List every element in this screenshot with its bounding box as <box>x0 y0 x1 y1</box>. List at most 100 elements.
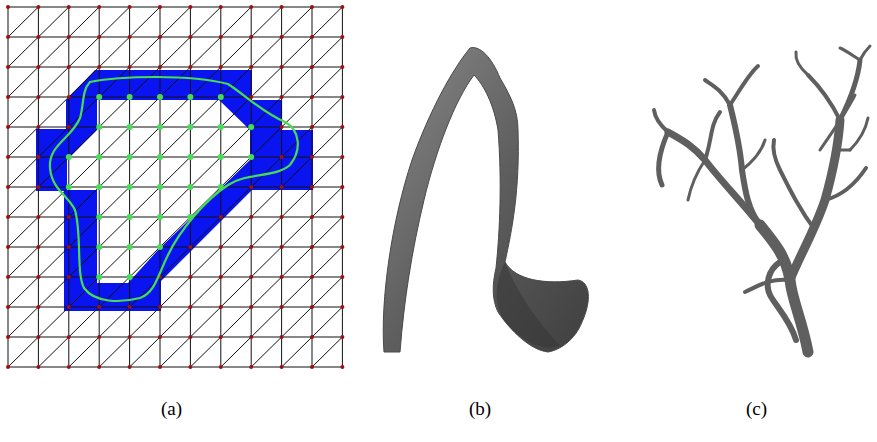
mesh-vertex <box>249 65 253 69</box>
interior-vertex <box>127 184 133 190</box>
mesh-vertex <box>188 125 192 129</box>
mesh-vertex <box>188 275 192 279</box>
mesh-vertex <box>249 335 253 339</box>
interior-vertex <box>157 94 163 100</box>
mesh-vertex <box>280 35 284 39</box>
mesh-vertex <box>249 365 253 369</box>
mesh-vertex <box>340 65 344 69</box>
panel-label: (a) <box>161 398 182 420</box>
mesh-vertex <box>219 275 223 279</box>
mesh-vertex <box>219 35 223 39</box>
mesh-vertex <box>6 275 10 279</box>
mesh-vertex <box>310 305 314 309</box>
mesh-vertex <box>219 125 223 129</box>
mesh-vertex <box>6 35 10 39</box>
mesh-vertex <box>219 5 223 9</box>
interior-vertex <box>187 184 193 190</box>
mesh-vertex <box>158 365 162 369</box>
mesh-vertex <box>280 185 284 189</box>
mesh-vertex <box>188 245 192 249</box>
mesh-vertex <box>67 5 71 9</box>
mesh-vertex <box>36 275 40 279</box>
mesh-vertex <box>249 125 253 129</box>
mesh-vertex <box>128 305 132 309</box>
mesh-vertex <box>97 215 101 219</box>
mesh-vertex <box>128 185 132 189</box>
interior-vertex <box>187 214 193 220</box>
mesh-vertex <box>340 5 344 9</box>
mesh-vertex <box>280 215 284 219</box>
mesh-vertex <box>6 365 10 369</box>
mesh-vertex <box>6 305 10 309</box>
vessel-tree <box>654 46 870 352</box>
mesh-vertex <box>219 215 223 219</box>
mesh-vertex <box>310 35 314 39</box>
interior-vertex <box>157 124 163 130</box>
interior-vertex <box>157 154 163 160</box>
mesh-vertex <box>158 335 162 339</box>
mesh-vertex <box>36 5 40 9</box>
interior-vertex <box>96 274 102 280</box>
interior-vertex <box>127 274 133 280</box>
interior-nodes <box>66 94 254 280</box>
mesh-vertex <box>249 95 253 99</box>
mesh-vertex <box>188 35 192 39</box>
mesh-vertex <box>188 95 192 99</box>
mesh-vertex <box>67 155 71 159</box>
mesh-vertex <box>280 125 284 129</box>
mesh-vertex <box>97 125 101 129</box>
mesh-vertex <box>280 65 284 69</box>
mesh-vertex <box>158 125 162 129</box>
mesh-vertex <box>36 65 40 69</box>
interior-vertex <box>157 214 163 220</box>
mesh-vertex <box>340 155 344 159</box>
mesh-vertex <box>340 365 344 369</box>
mesh-vertex <box>310 365 314 369</box>
mesh-vertex <box>340 275 344 279</box>
mesh-vertex <box>219 365 223 369</box>
mesh-vertex <box>310 95 314 99</box>
interior-vertex <box>248 154 254 160</box>
mesh-vertex <box>158 305 162 309</box>
mesh-vertex <box>6 65 10 69</box>
mesh-vertex <box>128 95 132 99</box>
interior-vertex <box>127 154 133 160</box>
mesh-vertex <box>128 65 132 69</box>
interior-vertex <box>187 94 193 100</box>
panel-label: (b) <box>469 398 491 420</box>
interior-vertex <box>127 214 133 220</box>
interior-vertex <box>187 154 193 160</box>
mesh-vertex <box>128 335 132 339</box>
mesh-vertex <box>280 365 284 369</box>
mesh-vertex <box>219 95 223 99</box>
mesh-vertex <box>97 35 101 39</box>
mesh-vertex <box>6 5 10 9</box>
mesh-vertex <box>158 155 162 159</box>
mesh-vertex <box>97 335 101 339</box>
mesh-vertex <box>280 335 284 339</box>
mesh-vertex <box>158 95 162 99</box>
mesh-vertex <box>340 185 344 189</box>
mesh-vertex <box>67 35 71 39</box>
mesh-vertex <box>97 365 101 369</box>
mesh-vertex <box>67 65 71 69</box>
mesh-vertex <box>158 5 162 9</box>
mesh-vertex <box>310 275 314 279</box>
mesh-vertex <box>128 155 132 159</box>
mesh-vertex <box>97 245 101 249</box>
mesh-vertex <box>310 335 314 339</box>
mesh-vertex <box>97 305 101 309</box>
mesh-vertex <box>340 95 344 99</box>
interior-vertex <box>187 124 193 130</box>
mesh-vertex <box>310 5 314 9</box>
mesh-vertex <box>6 335 10 339</box>
band-region <box>36 70 313 311</box>
mesh-vertex <box>340 335 344 339</box>
mesh-vertex <box>67 305 71 309</box>
interior-vertex <box>218 184 224 190</box>
interior-vertex <box>218 124 224 130</box>
mesh-vertex <box>249 155 253 159</box>
mesh-vertex <box>188 335 192 339</box>
mesh-vertex <box>97 275 101 279</box>
mesh-vertex <box>280 245 284 249</box>
